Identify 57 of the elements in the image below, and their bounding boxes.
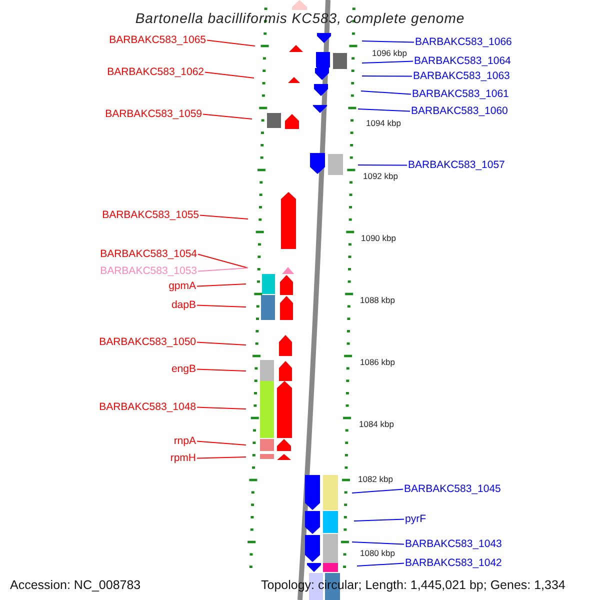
leader-line — [196, 284, 246, 287]
leader-line — [352, 488, 404, 494]
gene-label: BARBAKC583_1045 — [404, 483, 501, 495]
leader-line — [360, 90, 412, 95]
leader-line — [358, 108, 410, 112]
scale-label: 1096 kbp — [372, 49, 407, 58]
gene-label: BARBAKC583_1054 — [100, 248, 197, 260]
leader-line — [362, 40, 414, 43]
info-text: Accession: NC_008783 — [10, 579, 141, 592]
gene-label: rpmH — [170, 452, 196, 464]
leader-line — [206, 40, 256, 46]
gene-label: BARBAKC583_1060 — [411, 105, 508, 117]
gene-label: BARBAKC583_1059 — [105, 108, 202, 120]
leader-line — [356, 562, 404, 566]
leader-line — [202, 114, 252, 120]
gene-label: BARBAKC583_1057 — [408, 159, 505, 171]
scale-label: 1084 kbp — [359, 420, 394, 428]
leader-line — [362, 76, 412, 77]
leader-line — [352, 542, 404, 545]
gene-label: pyrF — [405, 513, 426, 525]
title: Bartonella bacilliformis KC583, complete genome — [134, 11, 466, 25]
leader-line — [204, 72, 254, 78]
scale-label: 1086 kbp — [360, 358, 395, 366]
gene-label: BARBAKC583_1066 — [415, 36, 512, 48]
leader-line — [200, 214, 248, 220]
leader-line — [196, 304, 246, 308]
gene-label: BARBAKC583_1055 — [102, 209, 199, 221]
gene-label: gpmA — [168, 280, 196, 292]
gene-label: dapB — [171, 299, 196, 311]
gene-label: BARBAKC583_1042 — [405, 557, 502, 569]
gene-label: engB — [171, 363, 196, 375]
gene-label: BARBAKC583_1048 — [99, 401, 196, 413]
leader-line — [354, 518, 404, 522]
gene-label: BARBAKC583_1063 — [413, 70, 510, 82]
gene-label: BARBAKC583_1061 — [412, 88, 509, 100]
leader-line — [358, 164, 408, 166]
gene-label: BARBAKC583_1053 — [100, 265, 197, 277]
scale-label: 1092 kbp — [363, 172, 398, 180]
gene-label: rnpA — [174, 435, 196, 447]
leader-line — [198, 268, 248, 272]
scale-label: 1080 kbp — [360, 549, 395, 558]
gene-label: BARBAKC583_1043 — [405, 538, 502, 550]
gene-label: BARBAKC583_1064 — [414, 55, 511, 67]
scale-label: 1094 kbp — [366, 119, 401, 128]
gene-label: BARBAKC583_1065 — [109, 34, 206, 46]
leader-line — [196, 440, 246, 446]
leader-line — [196, 406, 246, 410]
scale-label: 1088 kbp — [360, 296, 395, 304]
leader-line — [196, 368, 246, 372]
scale-label: 1090 kbp — [361, 234, 396, 242]
gene-label: BARBAKC583_1062 — [107, 66, 204, 78]
leader-line — [362, 60, 414, 64]
leader-line — [198, 254, 248, 268]
scale-label: 1082 kbp — [358, 475, 393, 484]
gene-label: BARBAKC583_1050 — [99, 336, 196, 348]
leader-line — [196, 342, 246, 346]
leader-line — [196, 456, 246, 459]
